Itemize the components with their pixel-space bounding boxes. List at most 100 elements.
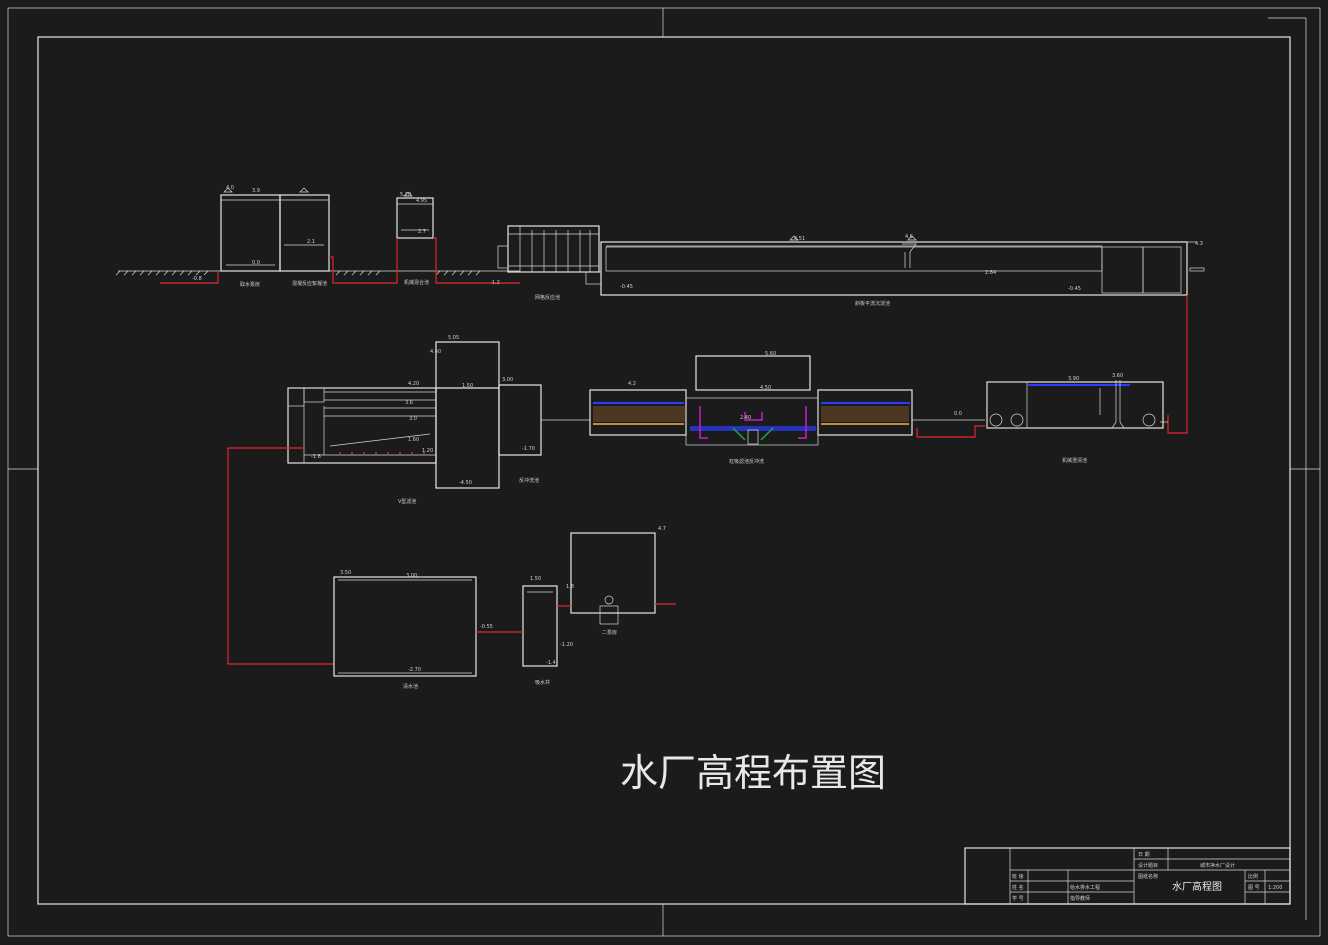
svg-text:斜板平流沉淀池: 斜板平流沉淀池 [855,300,890,307]
svg-text:混凝反应絮凝池: 混凝反应絮凝池 [292,280,327,287]
svg-text:3.0: 3.0 [409,416,417,422]
floc-chamber [507,225,600,273]
clarifier [986,381,1164,429]
sedimentation-tank [600,241,1188,296]
drawing-title: 水厂高程布置图 [620,751,886,795]
svg-text:班 级: 班 级 [1012,873,1024,880]
svg-text:1.20: 1.20 [422,448,433,454]
svg-text:姓 名: 姓 名 [1012,884,1024,891]
svg-text:4.51: 4.51 [794,236,805,242]
svg-text:二泵房: 二泵房 [602,629,617,636]
svg-text:比例: 比例 [1248,873,1258,880]
elevation-marks-row1 [223,187,917,241]
svg-text:3.00: 3.00 [502,377,513,383]
svg-text:设计题目: 设计题目 [1138,862,1158,869]
pipe-intake [160,271,219,284]
svg-text:3.50: 3.50 [340,570,351,576]
svg-text:取水泵房: 取水泵房 [240,281,260,288]
svg-text:0.0: 0.0 [954,411,962,417]
svg-text:-1.4: -1.4 [546,660,556,666]
svg-text:学 号: 学 号 [1012,895,1024,902]
svg-text:指导教师: 指导教师 [1070,895,1090,902]
svg-text:1.8: 1.8 [566,584,574,590]
clear-water-reservoir [333,576,477,677]
svg-text:机械澄清池: 机械澄清池 [1062,457,1087,464]
svg-text:-0.8: -0.8 [192,276,202,282]
svg-text:4.6: 4.6 [905,234,913,240]
filter-media-right [821,406,909,422]
svg-text:-1.20: -1.20 [560,642,573,648]
svg-text:清水池: 清水池 [403,683,418,690]
svg-text:网格反应池: 网格反应池 [535,294,560,301]
svg-text:1.60: 1.60 [408,437,419,443]
svg-text:3.60: 3.60 [1112,373,1123,379]
air-diffuser-points [339,452,425,454]
svg-text:2.40: 2.40 [740,415,751,421]
svg-text:1.50: 1.50 [462,383,473,389]
svg-text:5.60: 5.60 [765,351,776,357]
pipe-1 [329,238,398,284]
flush-tank [498,384,542,456]
row2-process: 5.05 4.60 3.00 4.20 3.6 3.0 1.601.20 -1.6 -1… [227,335,1168,665]
svg-text:图 号: 图 号 [1248,885,1260,891]
svg-text:-0.45: -0.45 [1068,286,1081,292]
svg-text:虹吸滤池反冲洗: 虹吸滤池反冲洗 [729,458,764,465]
svg-text:5.05: 5.05 [448,335,459,341]
svg-text:-4.50: -4.50 [459,480,472,486]
pump-house [570,532,656,614]
svg-text:4.20: 4.20 [408,381,419,387]
svg-text:4.2: 4.2 [628,381,636,387]
intake-tank [220,194,281,272]
row3-process: 3.50 3.00 -0.55 -2.70 1.50 1.8 -1.20 -1.4 4.… [333,526,676,690]
centering-marks [8,8,1320,936]
grit-tank [396,197,434,239]
svg-text:反冲洗池: 反冲洗池 [519,477,539,484]
sheet-outer-border [7,7,1321,937]
svg-text:1.50: 1.50 [530,576,541,582]
v-filter [287,387,437,464]
mixing-tank [279,194,330,272]
svg-text:0.0: 0.0 [252,260,260,266]
sheet-inner-border [37,36,1291,905]
svg-text:V型滤池: V型滤池 [398,498,416,505]
svg-text:-2.70: -2.70 [408,667,421,673]
svg-text:-0.55: -0.55 [480,624,493,630]
pipe-vfilter-to-reservoir [227,447,334,665]
svg-text:机械混合池: 机械混合池 [404,279,429,286]
svg-text:4.95: 4.95 [416,198,427,204]
svg-text:4.7: 4.7 [658,526,666,532]
svg-text:3.90: 3.90 [1068,376,1079,382]
svg-text:-0.45: -0.45 [620,284,633,290]
svg-text:给水排水工程: 给水排水工程 [1070,884,1100,891]
svg-text:2.7: 2.7 [418,229,426,235]
svg-text:-1.6: -1.6 [311,454,321,460]
svg-text:4.50: 4.50 [760,385,771,391]
svg-text:2.1: 2.1 [307,239,315,245]
ground-hatch [115,270,481,276]
svg-text:城市净水厂设计: 城市净水厂设计 [1200,862,1235,869]
suction-well [522,585,558,667]
pipe-filter-in [916,425,985,438]
title-block-drawing-name: 水厂高程图 [1172,880,1222,893]
svg-text:4.3: 4.3 [1195,241,1203,247]
svg-text:日 期: 日 期 [1138,852,1150,858]
svg-text:5.20: 5.20 [400,192,411,198]
svg-text:3.9: 3.9 [252,188,260,194]
svg-text:3.00: 3.00 [406,573,417,579]
svg-text:4.60: 4.60 [430,349,441,355]
filter-media-left [593,406,685,422]
pipe-sed-to-filter [1167,295,1188,434]
svg-text:吸水井: 吸水井 [535,679,550,686]
svg-text:-1.2: -1.2 [490,280,500,286]
svg-text:3.6: 3.6 [405,400,413,406]
svg-text:1:200: 1:200 [1268,885,1282,891]
svg-text:-1.70: -1.70 [522,446,535,452]
svg-text:图纸名称: 图纸名称 [1138,873,1158,880]
clearwell-tower [435,341,500,489]
svg-text:2.64: 2.64 [985,270,996,276]
pipe-2 [433,237,520,284]
svg-text:4.0: 4.0 [226,185,234,191]
